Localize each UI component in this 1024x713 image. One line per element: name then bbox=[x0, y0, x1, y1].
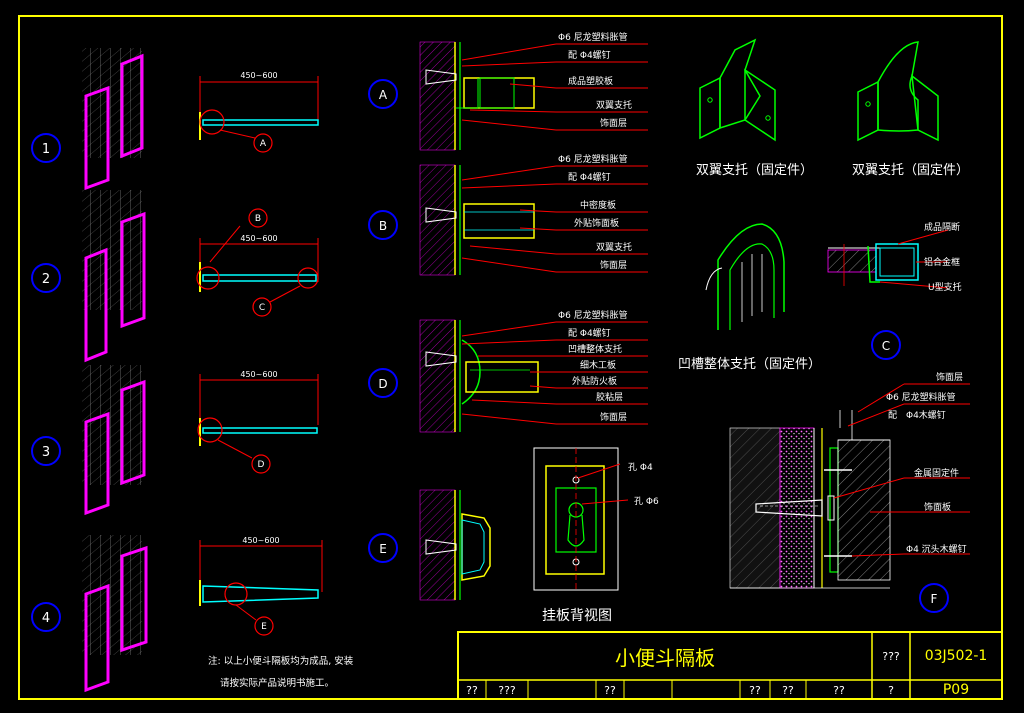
svg-text:饰面层: 饰面层 bbox=[600, 411, 627, 423]
plan-view-1: 450~600 A bbox=[199, 71, 319, 153]
svg-text:孔 Φ6: 孔 Φ6 bbox=[634, 496, 659, 507]
section-detail-F: 饰面层 Φ6 尼龙塑料胀管 配 Φ4木螺钉 金属固定件 饰面板 Φ4 沉头木螺钉… bbox=[729, 371, 970, 613]
section-detail-D: D Φ6 尼龙塑料胀管 配 Φ4螺钉 凹槽整体支托 细木工板 外贴防火板 胶粘层… bbox=[368, 309, 648, 433]
svg-text:配 Φ4螺钉: 配 Φ4螺钉 bbox=[568, 328, 611, 339]
svg-text:饰面层: 饰面层 bbox=[600, 259, 627, 271]
svg-text:成品塑胶板: 成品塑胶板 bbox=[568, 75, 613, 87]
iso-partition-1 bbox=[82, 48, 144, 191]
svg-text:Φ6 尼龙塑料胀管: Φ6 尼龙塑料胀管 bbox=[558, 309, 628, 321]
svg-text:饰面板: 饰面板 bbox=[924, 501, 951, 513]
svg-text:B: B bbox=[255, 214, 261, 224]
atlas-code: 03J502-1 bbox=[924, 648, 988, 664]
svg-text:Φ4木螺钉: Φ4木螺钉 bbox=[906, 409, 946, 421]
note-line-2: 请按实际产品说明书施工。 bbox=[220, 677, 334, 689]
drawing-frame bbox=[18, 15, 1003, 700]
page-number: P09 bbox=[942, 682, 970, 698]
svg-text:双翼支托: 双翼支托 bbox=[596, 241, 632, 253]
svg-text:Φ4 沉头木螺钉: Φ4 沉头木螺钉 bbox=[906, 543, 967, 555]
bracket-double-wing-1: 双翼支托（固定件） bbox=[696, 38, 813, 178]
callout-A bbox=[253, 133, 273, 153]
svg-text:4: 4 bbox=[42, 611, 50, 626]
section-detail-A: A Φ6 尼龙塑料胀管 配 Φ4螺钉 成品塑胶板 双翼支托 饰面层 bbox=[368, 31, 648, 151]
svg-text:E: E bbox=[379, 542, 387, 556]
callout-C bbox=[252, 297, 272, 317]
svg-text:D: D bbox=[258, 460, 265, 470]
svg-text:1: 1 bbox=[42, 142, 50, 157]
tb-cell-4: ?? bbox=[749, 683, 761, 697]
svg-text:Φ6 尼龙塑料胀管: Φ6 尼龙塑料胀管 bbox=[558, 153, 628, 165]
svg-text:3: 3 bbox=[42, 445, 50, 460]
section-detail-C: 成品隔断 铝合金框 U型支托 C bbox=[827, 221, 962, 360]
svg-text:外贴饰面板: 外贴饰面板 bbox=[574, 217, 619, 229]
svg-text:凹槽整体支托: 凹槽整体支托 bbox=[568, 343, 622, 355]
svg-text:细木工板: 细木工板 bbox=[580, 359, 616, 371]
plan-view-2: B 450~600 C bbox=[196, 208, 319, 317]
svg-text:C: C bbox=[882, 339, 890, 353]
detail-number-3: 3 bbox=[31, 436, 61, 466]
svg-text:金属固定件: 金属固定件 bbox=[914, 467, 959, 479]
svg-text:A: A bbox=[260, 139, 267, 149]
svg-text:2: 2 bbox=[42, 272, 50, 287]
svg-text:配 Φ4螺钉: 配 Φ4螺钉 bbox=[568, 50, 611, 61]
title-block bbox=[457, 631, 1003, 700]
svg-text:U型支托: U型支托 bbox=[928, 281, 962, 293]
dimension-label-3: 450~600 bbox=[240, 370, 277, 379]
detail-number-4: 4 bbox=[31, 602, 61, 632]
iso-partition-4 bbox=[82, 535, 148, 693]
callout-B bbox=[248, 208, 268, 228]
detail-number-1: 1 bbox=[31, 133, 61, 163]
tb-cell-5: ?? bbox=[782, 683, 794, 697]
section-detail-B: B Φ6 尼龙塑料胀管 配 Φ4螺钉 中密度板 外贴饰面板 双翼支托 饰面层 bbox=[368, 153, 648, 276]
callout-D bbox=[251, 454, 271, 474]
back-view-title: 挂板背视图 bbox=[542, 608, 612, 624]
detail-number-2: 2 bbox=[31, 263, 61, 293]
atlas-label: ??? bbox=[882, 649, 900, 663]
dimension-label-1: 450~600 bbox=[240, 71, 277, 80]
svg-text:饰面层: 饰面层 bbox=[600, 117, 627, 129]
svg-text:成品隔断: 成品隔断 bbox=[924, 221, 960, 233]
svg-text:A: A bbox=[379, 88, 388, 102]
svg-text:D: D bbox=[378, 377, 387, 391]
svg-text:胶粘层: 胶粘层 bbox=[596, 391, 623, 403]
svg-text:饰面层: 饰面层 bbox=[936, 371, 963, 383]
bracket-groove: 凹槽整体支托（固定件） bbox=[678, 223, 821, 372]
svg-text:Φ6 尼龙塑料胀管: Φ6 尼龙塑料胀管 bbox=[558, 31, 628, 43]
tb-cell-3: ?? bbox=[604, 683, 616, 697]
svg-text:B: B bbox=[379, 219, 387, 233]
svg-text:配 Φ4螺钉: 配 Φ4螺钉 bbox=[568, 172, 611, 183]
dimension-label-4: 450~600 bbox=[242, 536, 279, 545]
svg-text:E: E bbox=[261, 622, 267, 632]
callout-E bbox=[254, 616, 274, 636]
plan-view-3: 450~600 D bbox=[197, 370, 319, 474]
drawing-title: 小便斗隔板 bbox=[615, 645, 715, 670]
svg-text:Φ6 尼龙塑料胀管: Φ6 尼龙塑料胀管 bbox=[886, 391, 956, 403]
svg-text:孔 Φ4: 孔 Φ4 bbox=[628, 462, 653, 473]
svg-text:C: C bbox=[259, 303, 265, 313]
svg-text:配: 配 bbox=[888, 410, 897, 421]
svg-text:中密度板: 中密度板 bbox=[580, 199, 616, 211]
note-line-1: 注: 以上小便斗隔板均为成品, 安装 bbox=[208, 655, 354, 667]
tb-cell-7: ? bbox=[888, 683, 894, 697]
svg-text:双翼支托: 双翼支托 bbox=[596, 99, 632, 111]
bracket-double-wing-2: 双翼支托（固定件） bbox=[852, 41, 969, 178]
svg-text:双翼支托（固定件）: 双翼支托（固定件） bbox=[696, 163, 813, 178]
tb-cell-1: ?? bbox=[466, 683, 478, 697]
iso-partition-2 bbox=[82, 190, 146, 363]
panel-back-view: 孔 Φ4 孔 Φ6 挂板背视图 bbox=[533, 447, 659, 624]
svg-text:铝合金框: 铝合金框 bbox=[924, 256, 960, 268]
dimension-label-2: 450~600 bbox=[240, 234, 277, 243]
section-detail-E: E bbox=[368, 489, 491, 601]
tb-cell-6: ?? bbox=[833, 683, 845, 697]
svg-text:凹槽整体支托（固定件）: 凹槽整体支托（固定件） bbox=[678, 357, 821, 372]
tb-cell-2: ??? bbox=[498, 683, 516, 697]
svg-text:F: F bbox=[931, 592, 938, 606]
iso-partition-3 bbox=[82, 365, 146, 516]
svg-text:外贴防火板: 外贴防火板 bbox=[572, 375, 617, 387]
svg-text:双翼支托（固定件）: 双翼支托（固定件） bbox=[852, 163, 969, 178]
plan-view-4: 450~600 E bbox=[199, 536, 323, 636]
